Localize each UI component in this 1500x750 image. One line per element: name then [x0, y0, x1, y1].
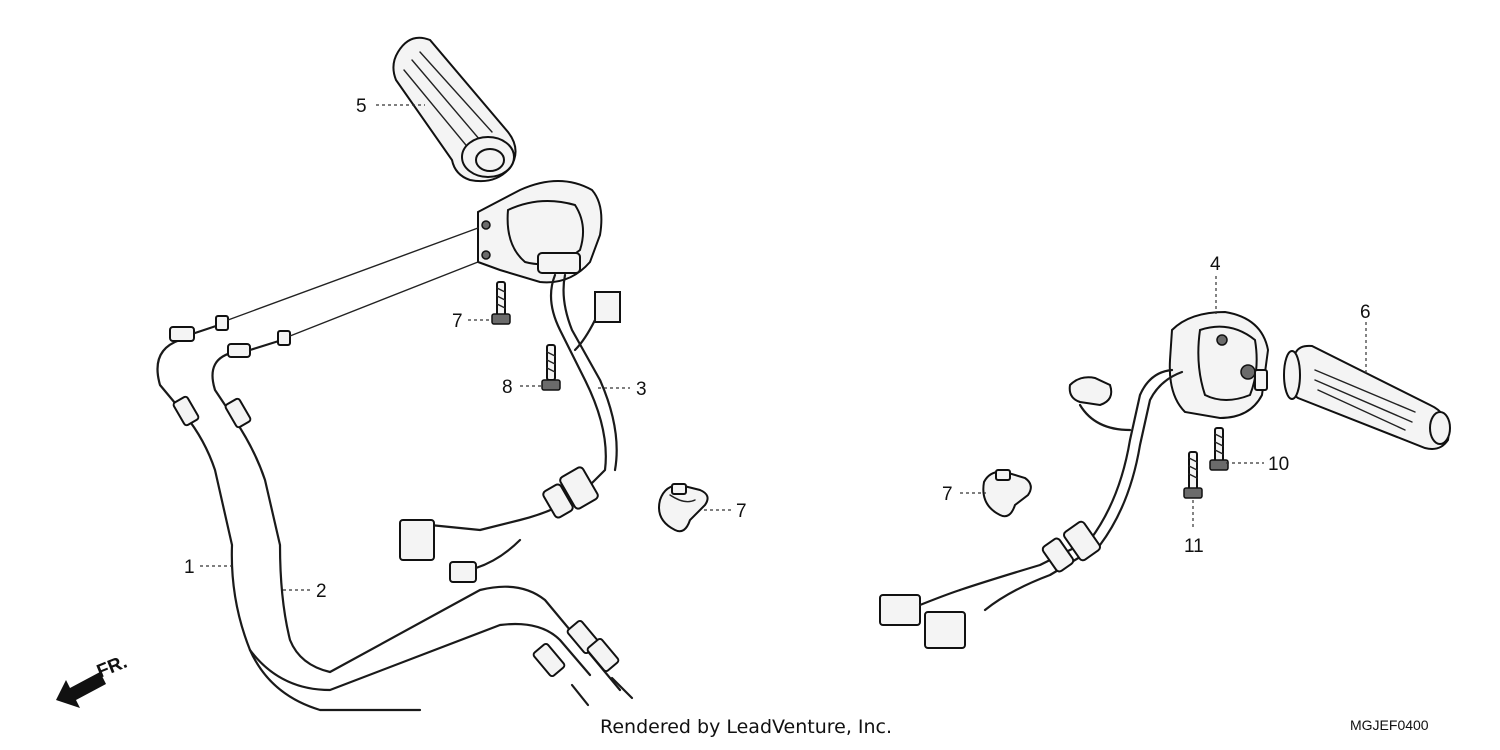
- callout-9: 8: [502, 377, 513, 398]
- callout-4: 4: [1210, 254, 1221, 275]
- band-clamp-right[interactable]: [982, 469, 1032, 518]
- left-switch-housing[interactable]: [1168, 310, 1270, 420]
- band-clamp-left[interactable]: [658, 483, 709, 533]
- callout-10: 10: [1268, 454, 1289, 475]
- callout-7-right: 7: [942, 484, 953, 505]
- throttle-housing[interactable]: [477, 180, 603, 284]
- left-grip[interactable]: [1283, 344, 1451, 450]
- callout-2: 2: [316, 581, 327, 602]
- bolt-9[interactable]: [541, 344, 561, 391]
- callout-labels: 5 1 2 3 7 7 8 4 6 7 10 11: [184, 96, 1371, 602]
- callout-7-left: 7: [736, 501, 747, 522]
- callout-5: 5: [356, 96, 367, 117]
- diagram-code: MGJEF0400: [1350, 717, 1429, 733]
- right-switch-harness[interactable]: [399, 273, 621, 583]
- cable-end-fittings: [193, 315, 634, 707]
- callout-6: 6: [1360, 302, 1371, 323]
- throttle-cable-1[interactable]: [156, 326, 592, 712]
- left-switch-harness[interactable]: [879, 368, 1184, 649]
- callout-8: 7: [452, 311, 463, 332]
- leader-lines: [200, 104, 1367, 591]
- front-label: FR.: [94, 652, 130, 683]
- callout-1: 1: [184, 557, 195, 578]
- bolt-10[interactable]: [1209, 427, 1229, 471]
- callout-3: 3: [636, 379, 647, 400]
- bolt-11[interactable]: [1183, 451, 1203, 499]
- rendered-by-credit: Rendered by LeadVenture, Inc.: [600, 716, 892, 738]
- front-arrow-icon: [56, 672, 106, 708]
- throttle-grip[interactable]: [392, 36, 517, 183]
- callout-11: 11: [1184, 536, 1204, 557]
- bolt-8[interactable]: [491, 281, 511, 325]
- front-direction-marker: FR.: [56, 652, 130, 708]
